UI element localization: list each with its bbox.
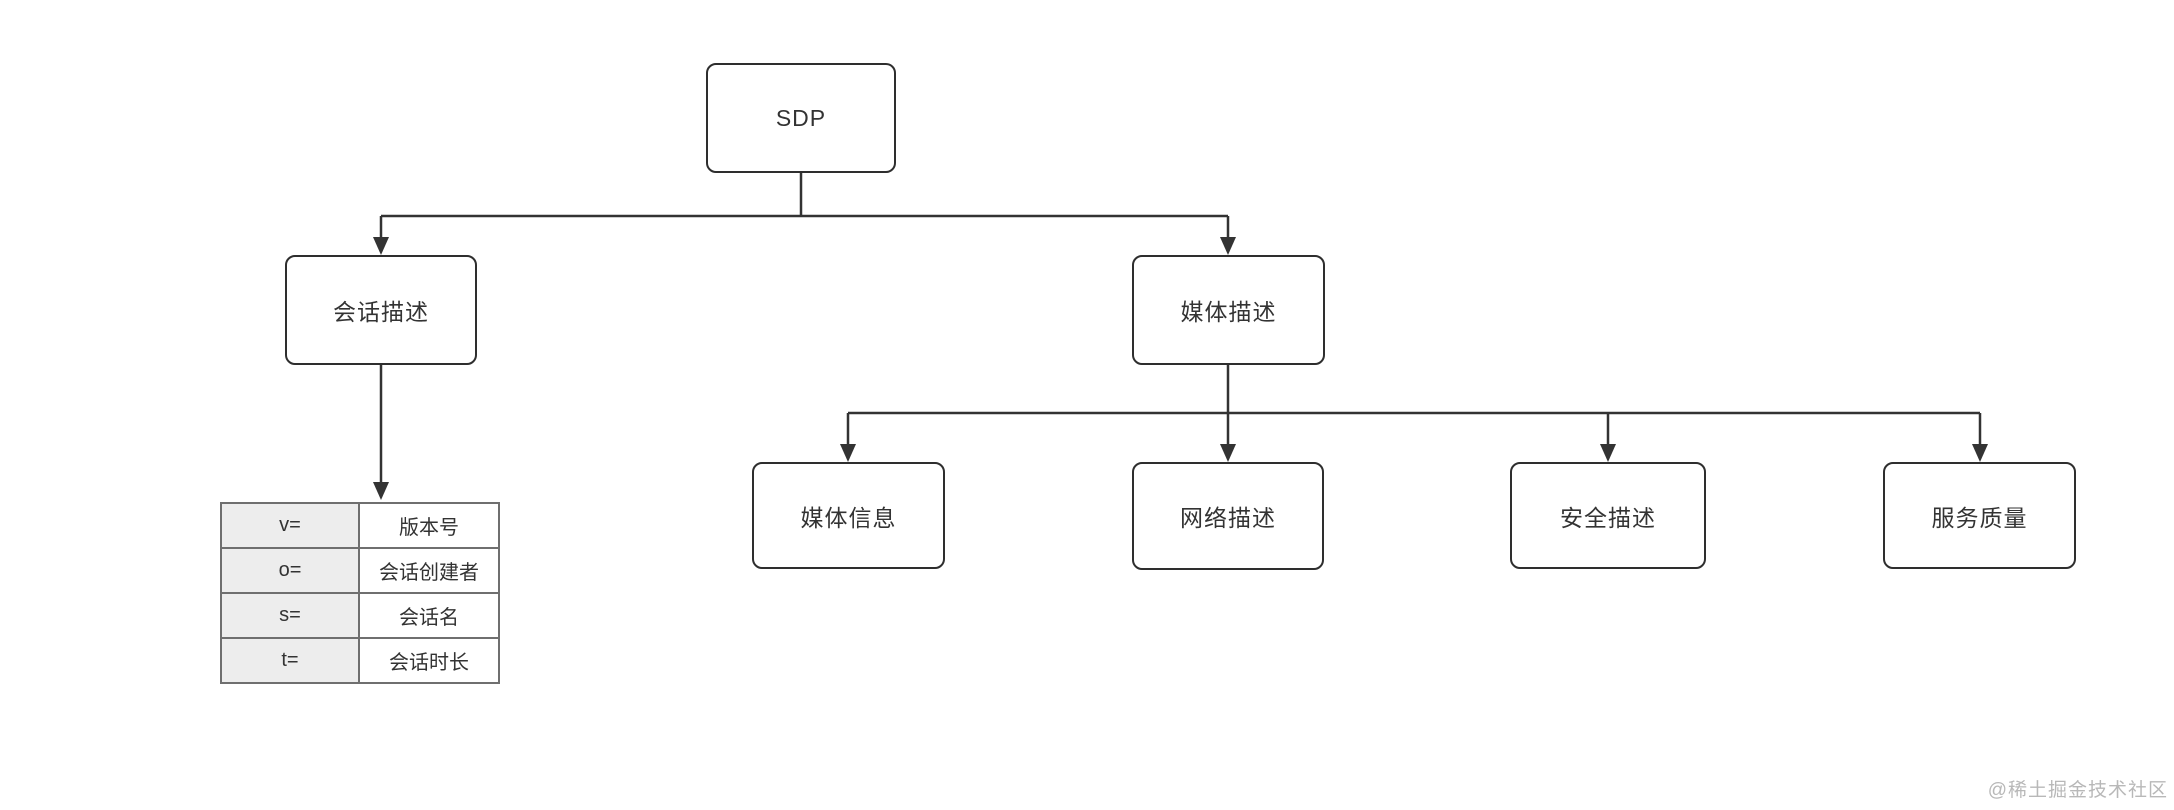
table-row: t= 会话时长 bbox=[220, 637, 500, 684]
node-sdp: SDP bbox=[706, 63, 896, 173]
arrowhead-to-session-description bbox=[373, 237, 389, 255]
node-security-description: 安全描述 bbox=[1510, 462, 1706, 569]
node-label: 会话描述 bbox=[333, 299, 429, 325]
node-label: 安全描述 bbox=[1560, 504, 1656, 531]
session-attributes-table: v= 版本号 o= 会话创建者 s= 会话名 t= 会话时长 bbox=[220, 502, 500, 684]
node-media-info: 媒体信息 bbox=[752, 462, 945, 569]
arrowhead-to-security-description bbox=[1600, 444, 1616, 462]
attribute-key-cell: v= bbox=[220, 502, 360, 549]
attribute-key-cell: o= bbox=[220, 547, 360, 594]
node-session-description: 会话描述 bbox=[285, 255, 477, 365]
arrowhead-to-media-info bbox=[840, 444, 856, 462]
node-label: SDP bbox=[775, 104, 827, 131]
table-row: v= 版本号 bbox=[220, 502, 500, 549]
watermark: @稀土掘金技术社区 bbox=[1987, 780, 2168, 801]
attribute-value-cell: 会话创建者 bbox=[358, 547, 500, 594]
node-label: 服务质量 bbox=[1931, 504, 2028, 531]
arrowhead-to-session-table bbox=[373, 482, 389, 500]
node-network-description: 网络描述 bbox=[1132, 462, 1324, 570]
arrowhead-to-media-description bbox=[1220, 237, 1236, 255]
arrowhead-to-qos bbox=[1972, 444, 1988, 462]
node-media-description: 媒体描述 bbox=[1132, 255, 1325, 365]
table-row: o= 会话创建者 bbox=[220, 547, 500, 594]
arrowhead-to-network-description bbox=[1220, 444, 1236, 462]
attribute-key-cell: t= bbox=[220, 637, 360, 684]
attribute-value-cell: 会话时长 bbox=[358, 637, 500, 684]
edge-media-to-children bbox=[846, 365, 1982, 446]
node-label: 媒体描述 bbox=[1180, 299, 1277, 325]
table-row: s= 会话名 bbox=[220, 592, 500, 639]
node-qos: 服务质量 bbox=[1883, 462, 2076, 569]
edge-sdp-to-children bbox=[379, 173, 1230, 239]
attribute-value-cell: 版本号 bbox=[358, 502, 500, 549]
attribute-key-cell: s= bbox=[220, 592, 360, 639]
node-label: 网络描述 bbox=[1180, 505, 1276, 531]
attribute-value-cell: 会话名 bbox=[358, 592, 500, 639]
node-label: 媒体信息 bbox=[800, 504, 897, 531]
